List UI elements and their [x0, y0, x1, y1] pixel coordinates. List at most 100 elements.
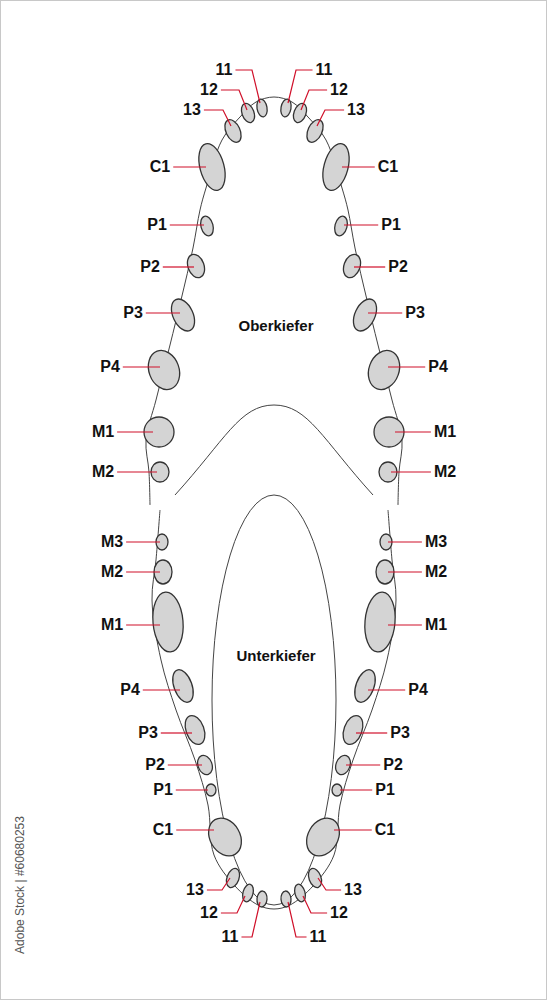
tooth-label: M1	[101, 617, 123, 633]
leader-line	[346, 764, 380, 765]
tooth-label: P4	[100, 359, 120, 375]
tooth-label: 11	[222, 929, 239, 945]
tooth	[304, 117, 327, 145]
tooth-label: M1	[425, 617, 447, 633]
leader-line	[356, 732, 387, 733]
tooth	[143, 346, 185, 394]
tooth-label: C1	[375, 822, 395, 838]
leader-line	[301, 90, 327, 110]
tooth	[202, 812, 248, 862]
leader-line	[173, 166, 206, 167]
leader-line	[288, 70, 313, 103]
tooth-label: P4	[120, 682, 140, 698]
tooth-label: P4	[408, 682, 428, 698]
jaw-label: Oberkiefer	[238, 318, 313, 333]
leader-line	[340, 789, 372, 790]
leader-line	[241, 902, 260, 937]
tooth-label: M2	[425, 564, 447, 580]
tooth	[167, 295, 199, 334]
leader-line	[334, 829, 372, 830]
tooth-label: 11	[216, 62, 233, 78]
tooth-label: 13	[347, 102, 365, 118]
leader-line	[176, 829, 214, 830]
tooth-label: 11	[316, 62, 333, 78]
leader-line	[204, 110, 231, 126]
tooth	[339, 713, 366, 747]
leader-line	[288, 902, 307, 937]
leader-line	[170, 224, 204, 225]
tooth	[306, 867, 324, 890]
tooth-label: 11	[310, 929, 327, 945]
tooth-label: P1	[153, 782, 173, 798]
tooth	[349, 295, 381, 334]
leader-line	[143, 689, 180, 690]
leader-line	[303, 896, 327, 913]
leader-line	[395, 431, 431, 432]
upper-jaw-outline	[146, 97, 402, 505]
tooth-label: M3	[101, 534, 123, 550]
tooth-label: P1	[147, 217, 167, 233]
tooth	[300, 812, 346, 862]
tooth	[181, 713, 208, 747]
tooth	[184, 252, 207, 280]
leader-line	[126, 571, 160, 572]
leader-line	[391, 471, 431, 472]
tooth-label: P3	[138, 725, 158, 741]
jaw-label: Unterkiefer	[236, 648, 315, 663]
tooth-label: 13	[344, 882, 362, 898]
tooth	[333, 215, 350, 237]
tooth	[363, 346, 405, 394]
tooth	[256, 891, 267, 908]
tooth-label: P3	[390, 725, 410, 741]
tooth-label: P2	[388, 259, 408, 275]
tooth	[150, 591, 185, 653]
tooth-label: C1	[378, 159, 398, 175]
tooth	[280, 98, 293, 117]
tooth-label: P3	[123, 305, 143, 321]
tooth-label: P3	[405, 305, 425, 321]
leader-line	[317, 110, 344, 126]
leader-line	[388, 571, 422, 572]
leader-line	[368, 312, 402, 313]
leader-line	[318, 878, 341, 890]
tooth-label: 12	[330, 82, 348, 98]
tooth-label: M1	[92, 424, 114, 440]
tooth-label: P2	[145, 757, 165, 773]
leader-line	[176, 789, 208, 790]
tooth	[239, 102, 257, 125]
tooth	[362, 591, 397, 653]
palate-line	[175, 405, 373, 495]
tooth-label: 12	[200, 905, 218, 921]
leader-line	[123, 366, 160, 367]
tooth-label: 13	[183, 102, 201, 118]
tooth	[340, 252, 363, 280]
leader-line	[117, 431, 153, 432]
leader-line	[207, 878, 230, 890]
leader-line	[126, 624, 160, 625]
tooth-label: C1	[153, 822, 173, 838]
leader-line	[126, 541, 160, 542]
tooth-label: M3	[425, 534, 447, 550]
tooth-label: P2	[383, 757, 403, 773]
leader-line	[221, 896, 245, 913]
tooth-label: 13	[186, 882, 204, 898]
tooth	[280, 891, 291, 908]
tooth-label: P4	[428, 359, 448, 375]
leader-line	[221, 90, 247, 110]
leader-line	[117, 471, 157, 472]
leader-line	[146, 312, 180, 313]
leader-line	[235, 70, 260, 103]
watermark: Adobe Stock | #60680253	[14, 816, 26, 954]
tooth	[199, 215, 216, 237]
lower-jaw-outline	[152, 510, 396, 909]
tooth-label: M2	[434, 464, 456, 480]
leader-line	[388, 624, 422, 625]
leader-line	[161, 732, 192, 733]
tooth	[224, 867, 242, 890]
tooth	[169, 667, 198, 705]
tooth-label: P2	[140, 259, 160, 275]
leader-line	[388, 541, 422, 542]
tooth-label: M1	[434, 424, 456, 440]
